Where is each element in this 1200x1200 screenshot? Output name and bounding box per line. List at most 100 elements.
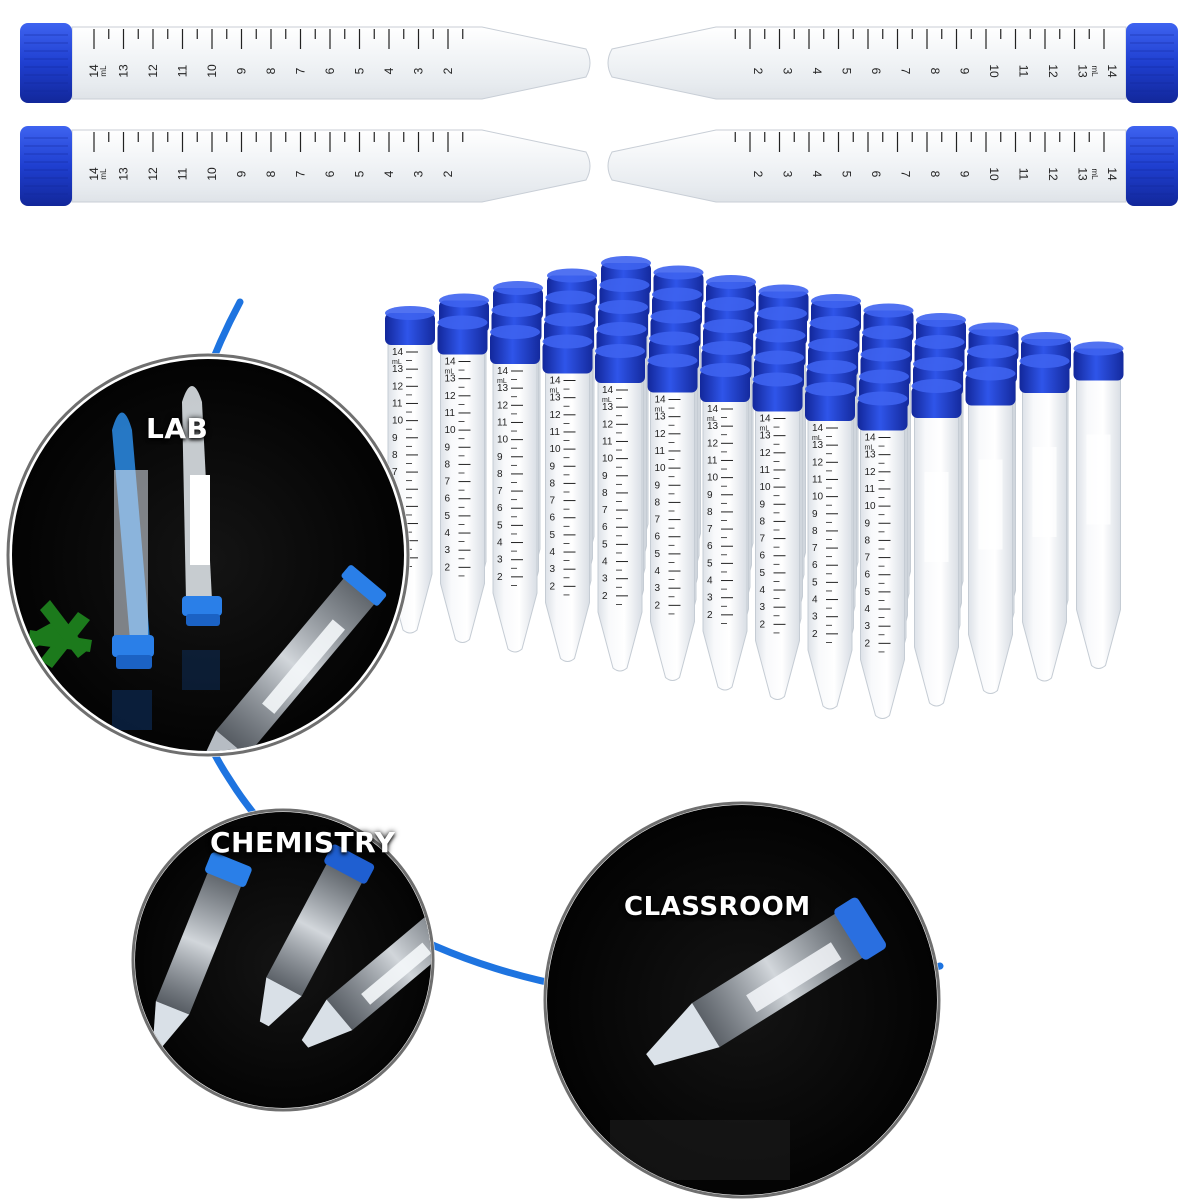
- tube-body: [755, 405, 800, 700]
- graduation-number: 12: [146, 64, 160, 78]
- tube-cap: [1019, 361, 1070, 393]
- graduation-number: 11: [176, 167, 190, 180]
- graduation-number: 12: [655, 429, 667, 440]
- graduation-number: 3: [865, 621, 871, 632]
- graduation-number: 7: [294, 67, 308, 74]
- graduation-number: 7: [899, 171, 913, 178]
- graduation-number: 10: [445, 425, 457, 436]
- graduation-number: 9: [958, 68, 972, 75]
- graduation-number: 13: [1076, 167, 1090, 181]
- graduation-number: 2: [445, 562, 451, 573]
- graduation-number: 7: [392, 467, 398, 478]
- graduation-number: 10: [655, 463, 667, 474]
- graduation-number: 5: [602, 539, 608, 550]
- graduation-unit: mL: [550, 388, 560, 395]
- graduation-number: 7: [550, 496, 556, 507]
- graduation-number: 6: [602, 522, 608, 533]
- graduation-number: 4: [602, 557, 608, 568]
- graduation-unit: mL: [760, 426, 770, 433]
- graduation-number: 8: [550, 478, 556, 489]
- tube-cap: [437, 322, 488, 355]
- graduation-number: 14: [550, 376, 562, 387]
- graduation-number: 10: [812, 492, 824, 503]
- graduation-number: 5: [707, 558, 713, 569]
- tube-body: [492, 357, 538, 653]
- graduation-number: 10: [987, 64, 1001, 78]
- graduation-number: 10: [392, 416, 404, 427]
- graduation-number: 5: [353, 170, 367, 177]
- graduation-number: 4: [382, 170, 396, 177]
- graduation-number: 10: [707, 473, 719, 484]
- graduation-number: 8: [812, 526, 818, 537]
- graduation-number: 4: [655, 566, 661, 577]
- graduation-number: 6: [869, 68, 883, 75]
- tube-cap: [1073, 348, 1124, 381]
- tube-cap: [965, 373, 1016, 406]
- graduation-number: 11: [550, 427, 561, 438]
- graduation-number: 14: [445, 357, 457, 368]
- graduation-number: 12: [602, 419, 614, 430]
- graduation-number: 7: [707, 524, 713, 535]
- graduation-number: 6: [869, 171, 883, 178]
- graduation-number: 3: [497, 555, 503, 566]
- graduation-number: 8: [264, 67, 278, 74]
- tube-cap: [595, 351, 645, 383]
- tube-cap: [857, 398, 908, 431]
- tube-body: [807, 414, 853, 710]
- tube-cap: [805, 389, 855, 421]
- graduation-number: 8: [760, 516, 766, 527]
- tube-cap: [700, 370, 750, 402]
- tube-body: [607, 26, 1127, 100]
- graduation-number: 12: [865, 467, 877, 478]
- graduation-number: 10: [865, 501, 877, 512]
- graduation-number: 7: [294, 170, 308, 177]
- graduation-number: 11: [602, 436, 613, 447]
- graduation-unit: mL: [445, 369, 455, 376]
- graduation-number: 9: [602, 471, 608, 482]
- graduation-number: 2: [441, 170, 455, 177]
- graduation-number: 13: [812, 440, 824, 451]
- graduation-number: 9: [707, 490, 713, 501]
- tube-cap: [385, 313, 435, 345]
- graduation-number: 11: [760, 465, 771, 476]
- graduation-number: 13: [602, 402, 614, 413]
- graduation-number: 13: [1076, 64, 1090, 78]
- graduation-number: 8: [392, 450, 398, 461]
- graduation-number: 13: [445, 374, 457, 385]
- graduation-number: 9: [445, 442, 451, 453]
- graduation-number: 4: [497, 538, 503, 549]
- graduation-number: 11: [176, 64, 190, 77]
- graduation-number: 8: [602, 488, 608, 499]
- tube-body: [860, 424, 905, 719]
- graduation-number: 7: [497, 486, 503, 497]
- tube-body: [71, 26, 591, 100]
- graduation-number: 12: [1046, 64, 1060, 78]
- graduation-unit: mL: [1090, 168, 1099, 180]
- graduation-number: 10: [205, 167, 219, 181]
- graduation-number: 6: [550, 513, 556, 524]
- graduation-number: 13: [655, 412, 667, 423]
- graduation-number: 4: [445, 528, 451, 539]
- tube-body: [71, 129, 591, 203]
- tube-body: [545, 367, 590, 662]
- graduation-number: 5: [760, 568, 766, 579]
- graduation-number: 13: [865, 450, 877, 461]
- graduation-number: 6: [865, 570, 871, 581]
- classroom-label: CLASSROOM: [624, 892, 811, 922]
- graduation-number: 13: [117, 167, 131, 181]
- graduation-number: 7: [602, 505, 608, 516]
- graduation-unit: mL: [392, 359, 402, 366]
- graduation-number: 13: [550, 393, 562, 404]
- graduation-number: 3: [412, 170, 426, 177]
- graduation-number: 7: [760, 534, 766, 545]
- graduation-number: 5: [497, 520, 503, 531]
- vertical-tube: [1073, 341, 1124, 669]
- graduation-number: 9: [392, 433, 398, 444]
- graduation-number: 6: [812, 560, 818, 571]
